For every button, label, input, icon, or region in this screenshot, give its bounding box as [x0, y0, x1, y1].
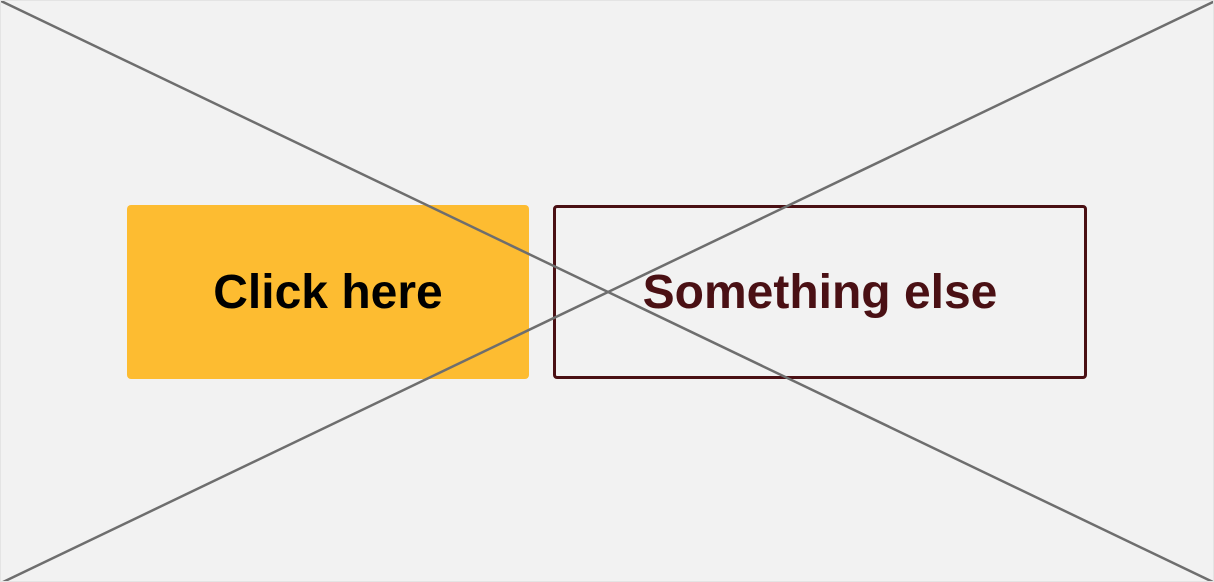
click-here-button[interactable]: Click here	[127, 205, 529, 379]
something-else-label: Something else	[642, 265, 998, 319]
click-here-label: Click here	[213, 265, 443, 319]
something-else-button[interactable]: Something else	[553, 205, 1087, 379]
